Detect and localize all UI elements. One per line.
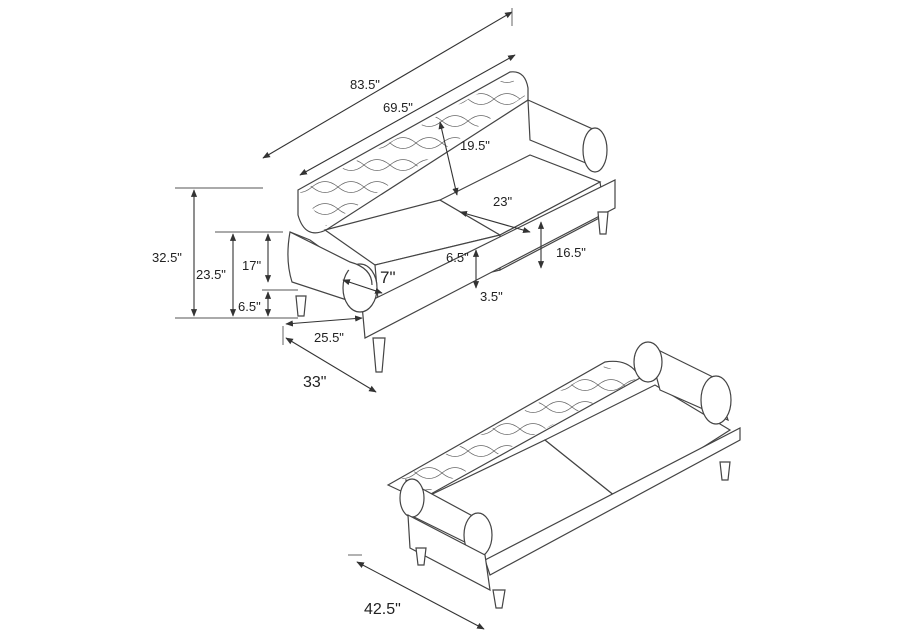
- label-seat-thickness: 6.5": [446, 250, 469, 265]
- label-seat-to-floor: 16.5": [556, 245, 586, 260]
- label-arm-width: 7": [380, 268, 396, 287]
- label-overall-width: 83.5": [350, 77, 380, 92]
- label-inner-depth: 25.5": [314, 330, 344, 345]
- label-seat-width: 69.5": [383, 100, 413, 115]
- label-arm-height: 23.5": [196, 267, 226, 282]
- sofa-upright-drawing: [287, 71, 616, 373]
- label-overall-height: 32.5": [152, 250, 182, 265]
- label-overall-depth: 33": [303, 374, 326, 391]
- dimension-lines: [175, 8, 545, 630]
- label-leg-height: 6.5": [238, 299, 261, 314]
- label-gap: 3.5": [480, 289, 503, 304]
- dimension-labels: 83.5" 69.5" 19.5" 23" 32.5" 23.5" 17" 6.…: [152, 77, 586, 618]
- label-bed-depth: 42.5": [364, 601, 401, 618]
- label-back-cushion-height: 19.5": [460, 138, 490, 153]
- label-seat-height: 17": [242, 258, 261, 273]
- sofa-bed-drawing: [386, 341, 741, 609]
- label-seat-depth: 23": [493, 194, 512, 209]
